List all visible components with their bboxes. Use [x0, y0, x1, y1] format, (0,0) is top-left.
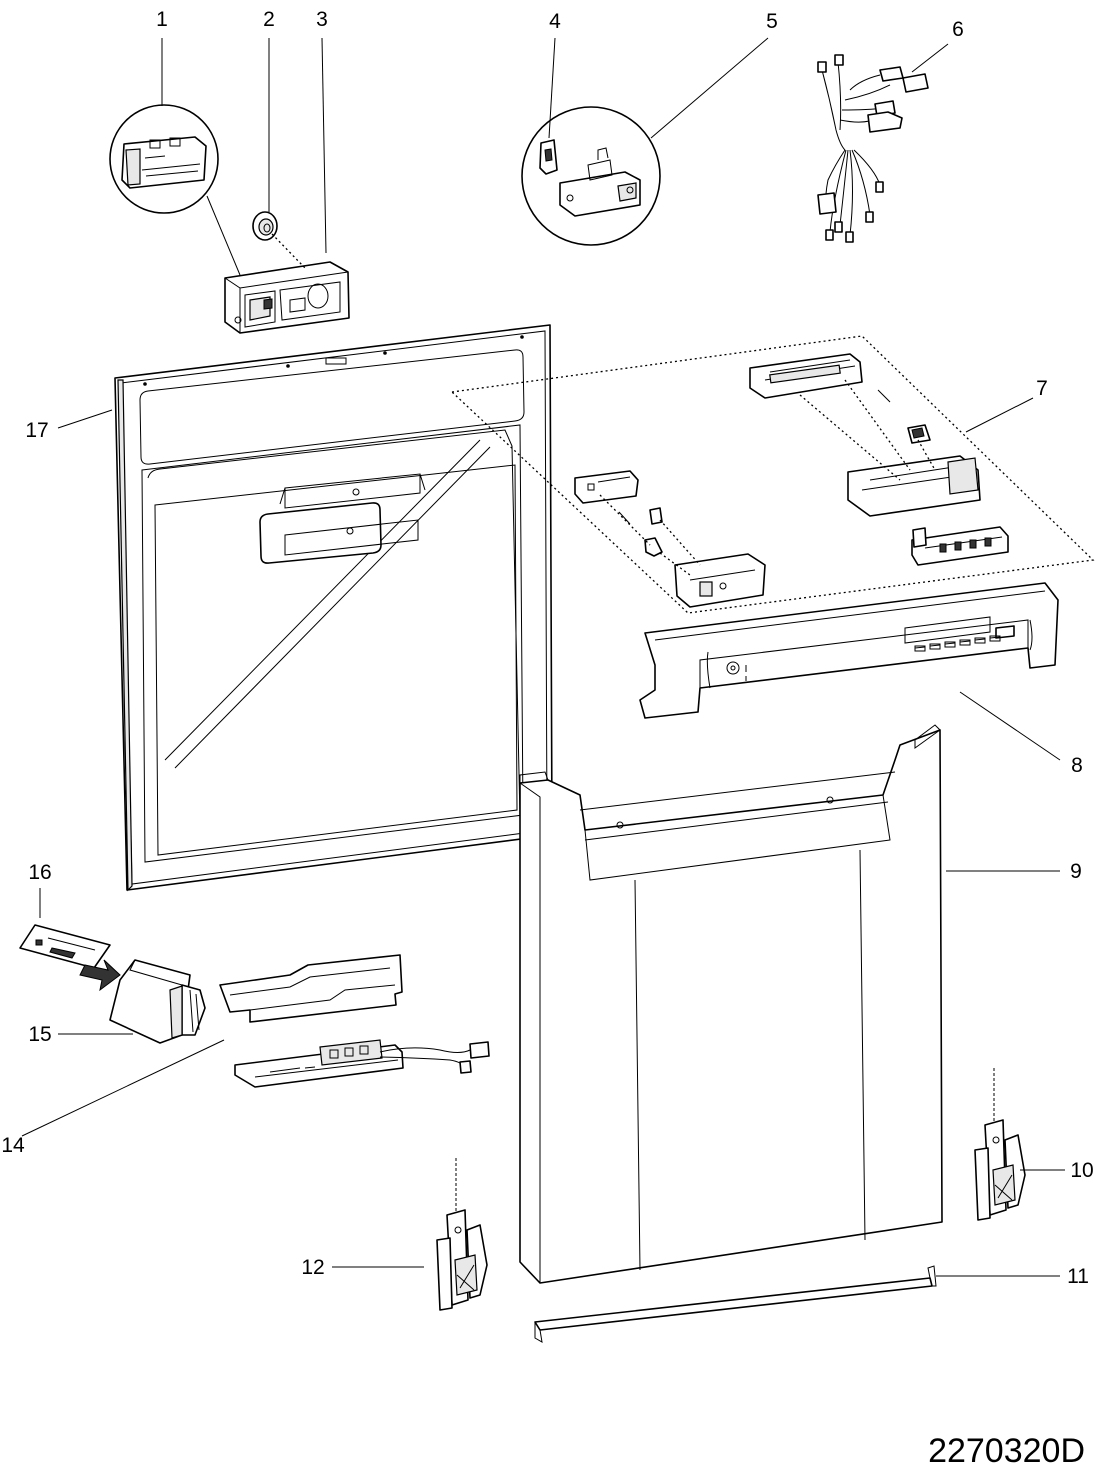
hinge-right [974, 1068, 1026, 1221]
leader-17 [57, 409, 113, 429]
control-panel-fascia [639, 582, 1059, 719]
leader-7 [965, 397, 1034, 433]
leader-5 [650, 37, 769, 139]
drawing-code: 2270320D [928, 1432, 1085, 1470]
dispenser-lid-detail [109, 104, 219, 214]
leader-4 [548, 37, 556, 139]
callout-10: 10 [1070, 1159, 1093, 1182]
wiring-harness [817, 54, 929, 243]
callout-16: 16 [28, 861, 51, 884]
leader-3 [321, 37, 327, 254]
leader-1-to-dispenser [206, 195, 241, 276]
callout-3: 3 [316, 8, 328, 31]
callout-7: 7 [1036, 377, 1048, 400]
control-module-parts [574, 353, 1009, 608]
dispenser-gasket [252, 211, 278, 241]
callout-4: 4 [549, 10, 561, 33]
callout-1: 1 [156, 8, 168, 31]
callout-12: 12 [301, 1256, 324, 1279]
callout-5: 5 [766, 10, 778, 33]
control-group-outline [450, 335, 1095, 614]
callout-6: 6 [952, 18, 964, 41]
assembly-line-gasket [271, 233, 306, 269]
callout-2: 2 [263, 8, 275, 31]
sensor-label-card [19, 924, 121, 992]
assembly-lines-7 [599, 379, 936, 576]
sensor-box [109, 959, 206, 1044]
outer-door-panel [519, 724, 943, 1284]
inner-door-panel [114, 324, 553, 892]
electronic-control-board [234, 1039, 490, 1088]
callout-8: 8 [1071, 754, 1083, 777]
door-rod [534, 1265, 937, 1343]
callout-9: 9 [1070, 860, 1082, 883]
callout-11: 11 [1067, 1265, 1089, 1288]
callout-17: 17 [25, 419, 48, 442]
electronics-cover [219, 954, 403, 1023]
hinge-left [436, 1158, 488, 1311]
callout-15: 15 [28, 1023, 51, 1046]
leader-8 [959, 691, 1061, 761]
detergent-dispenser [224, 261, 350, 334]
callout-14: 14 [1, 1134, 25, 1157]
door-lock-detail [521, 106, 661, 246]
leader-14 [21, 1039, 225, 1137]
leader-6 [911, 43, 949, 73]
